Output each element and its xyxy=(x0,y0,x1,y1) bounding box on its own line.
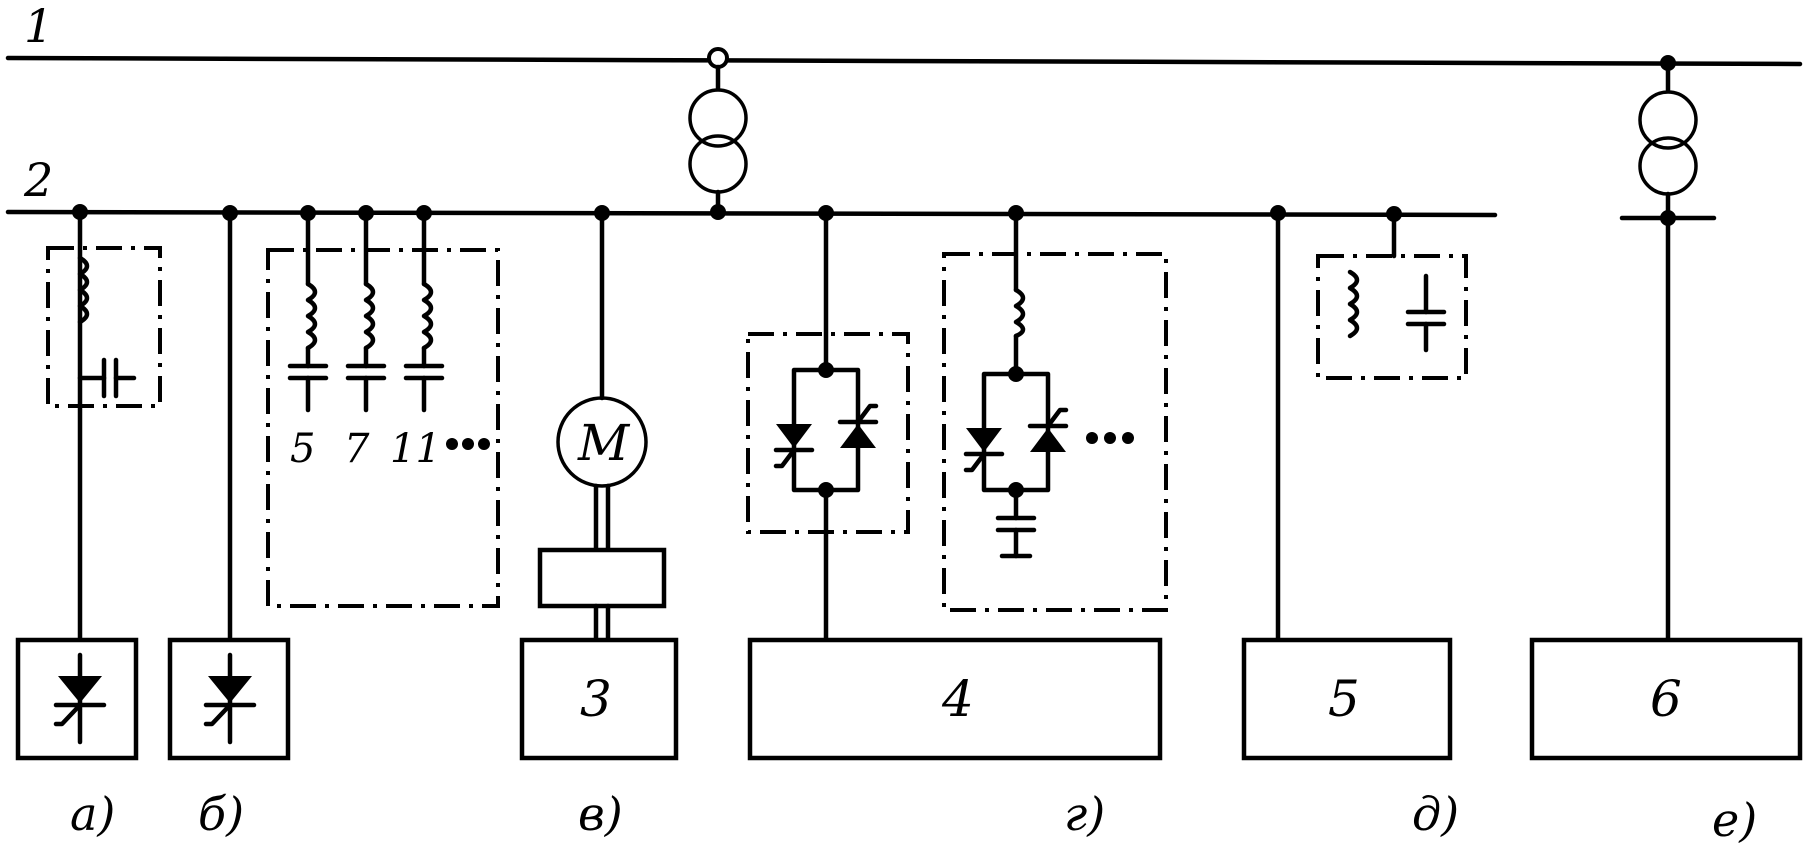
filter-branch-5: 5 xyxy=(287,205,329,472)
transformer-right xyxy=(1619,55,1717,643)
motor-icon xyxy=(556,396,648,488)
tcr-frame-right xyxy=(942,252,1168,612)
variant-g: 4 г) xyxy=(746,205,1168,841)
transformer-central xyxy=(688,47,748,220)
filter-branch-11: 11 xyxy=(390,205,445,472)
variant-a-label: а) xyxy=(70,787,115,841)
more-ellipsis-icon xyxy=(1086,432,1134,444)
load-block-3 xyxy=(519,637,679,761)
inductor-icon xyxy=(77,255,90,325)
inductor-icon xyxy=(305,281,318,351)
inductor-icon xyxy=(1347,269,1360,339)
harmonic-5-label: 5 xyxy=(290,426,315,472)
block-6-label: 6 xyxy=(1650,670,1682,728)
variant-v: M 3 в) xyxy=(519,205,679,841)
variant-b-label: б) xyxy=(198,787,244,841)
block-4-label: 4 xyxy=(941,670,974,728)
block-5-label: 5 xyxy=(1328,670,1360,728)
variant-d: 5 д) xyxy=(1241,205,1468,841)
variant-e-label: е) xyxy=(1712,793,1757,847)
harmonic-filter-bank: 5 7 11 xyxy=(266,205,500,608)
variant-a: а) xyxy=(15,204,162,841)
lc-filter-frame xyxy=(1316,254,1468,380)
thyristor-icon xyxy=(203,652,257,745)
variant-d-label: д) xyxy=(1412,787,1459,841)
variant-v-label: в) xyxy=(578,787,623,841)
more-ellipsis-icon xyxy=(446,438,490,450)
variant-e: 6 е) xyxy=(1529,637,1803,847)
variant-g-label: г) xyxy=(1064,787,1105,841)
variant-b: б) xyxy=(167,205,291,841)
bus-1-line xyxy=(5,55,1803,67)
inductor-icon xyxy=(1013,287,1026,339)
lc-filter-frame xyxy=(46,246,162,408)
inductor-icon xyxy=(421,281,434,351)
load-block-5 xyxy=(1241,637,1453,761)
bus-2-label: 2 xyxy=(23,153,53,207)
bus-1-label: 1 xyxy=(24,0,53,53)
harmonic-11-label: 11 xyxy=(390,426,441,472)
thyristor-icon xyxy=(53,652,107,745)
inductor-icon xyxy=(363,281,376,351)
antiparallel-thyristors-left xyxy=(773,362,879,498)
block-3-label: 3 xyxy=(580,670,612,728)
antiparallel-thyristors-right xyxy=(963,366,1069,498)
load-block-4 xyxy=(747,637,1163,761)
bus-2-line xyxy=(5,209,1498,218)
harmonic-7-label: 7 xyxy=(344,426,370,472)
coupling-block xyxy=(537,547,667,609)
load-block-6 xyxy=(1529,637,1803,761)
filter-branch-7: 7 xyxy=(344,205,387,472)
motor-label: M xyxy=(577,414,631,472)
filter-bank-frame xyxy=(266,248,500,608)
